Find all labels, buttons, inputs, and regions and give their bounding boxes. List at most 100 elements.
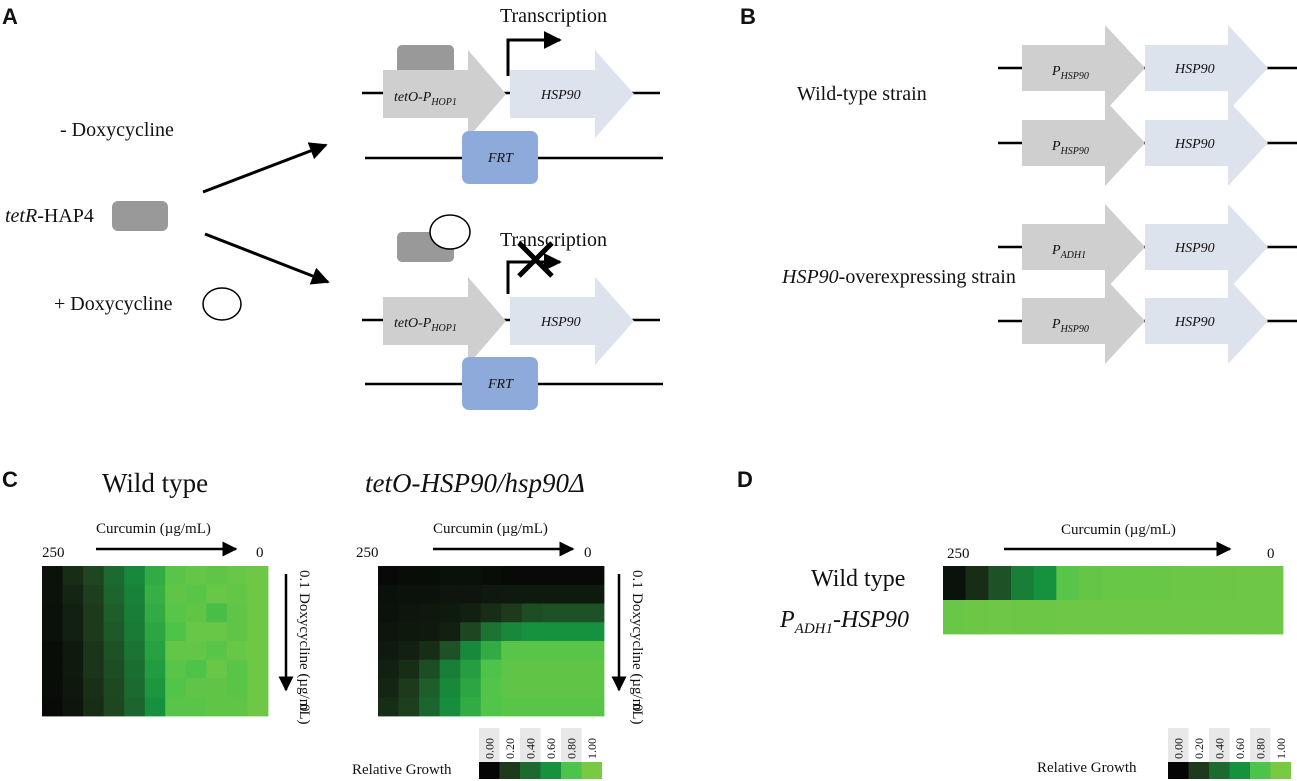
heatmap-tet-cell-r6-c0 [378,678,399,698]
heatmap-wt-cell-r2-c0 [42,603,63,623]
legend-d-tick-3: 0.60 [1233,738,1247,759]
b-row-4-promoter: PHSP90 [1051,317,1089,335]
heatmap-d-cell-r1-c11 [1192,600,1216,635]
heatmap-tet-cell-r5-c6 [501,659,523,679]
legend-c-swatch-4 [561,762,582,779]
heatmap-tet-cell-r0-c2 [419,566,441,586]
heatmap-tet-cell-r0-c1 [398,566,420,586]
legend-c-tick-4: 0.80 [564,738,578,759]
heatmap-tet-cell-r2-c1 [398,603,420,623]
heatmap-d-row-oe-label: PADH1-HSP90 [779,607,909,637]
heatmap-wt-cell-r6-c7 [185,678,207,698]
heatmap-wt-cell-r2-c9 [226,603,248,623]
heatmap-wt-cell-r1-c3 [103,584,125,604]
heatmap-wt-cell-r5-c5 [144,659,166,679]
heatmap-wt-cell-r0-c3 [103,566,125,586]
heatmap-wt-cell-r1-c0 [42,584,63,604]
legend-d-tick-bg-3 [1229,728,1250,762]
construct-no-dox: tetO-PHOP1 HSP90 Transcription FRT [362,5,663,184]
heatmap-wt-cell-r0-c10 [247,566,269,586]
heatmap-wt-cell-r5-c3 [103,659,125,679]
heatmap-tet-cell-r5-c3 [439,659,461,679]
heatmap-wt-cell-r5-c10 [247,659,269,679]
legend-d-tick-2: 0.40 [1212,738,1226,759]
b-row-3-gene: HSP90 [1174,241,1215,256]
hsp90-gene-arrow-icon-2 [510,277,634,365]
heatmap-tet-dox-low: 0 [629,704,645,712]
heatmap-tet-cell-r2-c4 [460,603,482,623]
heatmap-wt-cell-r1-c9 [226,584,248,604]
legend-c-tick-1: 0.20 [503,738,517,759]
heatmap-wt-cell-r1-c10 [247,584,269,604]
legend-d-swatch-2 [1209,762,1230,779]
transcription-blocked-arrow-icon [506,253,562,294]
heatmap-tet-cell-r7-c7 [521,697,543,717]
heatmap-wt-cell-r4-c6 [165,641,187,661]
heatmap-wt-cell-r3-c2 [83,622,105,642]
heatmap-tet-cell-r0-c4 [460,566,482,586]
heatmap-d-cell-r0-c11 [1192,566,1216,601]
legend-c-tick-5: 1.00 [585,738,599,759]
heatmap-wt-cell-r7-c9 [226,697,248,717]
heatmap-d-curcumin-low: 0 [1267,546,1275,562]
legend-d-tick-bg-0 [1168,728,1189,762]
panel-b: B Wild-type strain HSP90-overexpressing … [740,4,1297,364]
heatmap-wt-cell-r6-c8 [206,678,228,698]
heatmap-wt-cell-r5-c1 [62,659,84,679]
heatmap-wt-cell-r2-c5 [144,603,166,623]
hsp90-label-plus-dox: HSP90 [540,315,581,330]
heatmap-tet-cell-r0-c3 [439,566,461,586]
heatmap-tet-cell-r0-c6 [501,566,523,586]
heatmap-tet-cell-r2-c3 [439,603,461,623]
heatmap-wt-cell-r1-c5 [144,584,166,604]
heatmap-wt-cell-r6-c5 [144,678,166,698]
heatmap-tet-cell-r0-c10 [583,566,605,586]
heatmap-wt-curcumin-low: 0 [256,545,264,561]
frt-label-no-dox: FRT [487,151,514,166]
heatmap-tet-cell-r5-c9 [562,659,584,679]
heatmap-wt-cell-r5-c4 [124,659,146,679]
legend-c-swatch-0 [479,762,500,779]
heatmap-wt-cell-r3-c9 [226,622,248,642]
heatmap-tet-cell-r4-c8 [542,641,564,661]
heatmap-wt-cell-r0-c6 [165,566,187,586]
heatmap-tet-cell-r6-c4 [460,678,482,698]
heatmap-tet-cell-r5-c4 [460,659,482,679]
legend-d-swatch-0 [1168,762,1189,779]
heatmap-d-cell-r1-c12 [1215,600,1239,635]
heatmap-tet-cell-r1-c5 [480,584,502,604]
hsp90-gene-arrow-icon [510,50,634,138]
heatmap-tet-cell-r6-c8 [542,678,564,698]
heatmap-d-cell-r0-c9 [1147,566,1171,601]
heatmap-wt-cell-r0-c2 [83,566,105,586]
heatmap-wt-cell-r1-c1 [62,584,84,604]
heatmap-wt-cell-r7-c6 [165,697,187,717]
hsp90-promoter-arrow-icon-2 [1022,100,1145,186]
heatmap-wt-cell-r4-c2 [83,641,105,661]
heatmap-wt-cell-r2-c6 [165,603,187,623]
heatmap-d-cell-r0-c0 [943,566,967,601]
heatmap-tet-cell-r6-c10 [583,678,605,698]
heatmap-tet-cell-r3-c2 [419,622,441,642]
heatmap-d-curcumin-high: 250 [947,546,970,562]
doxycycline-circle-icon [202,287,242,321]
heatmap-tet-cell-r6-c7 [521,678,543,698]
heatmap-wt-cell-r5-c0 [42,659,63,679]
heatmap-d-cell-r1-c6 [1079,600,1103,635]
b-row-1-gene: HSP90 [1174,62,1215,77]
heatmap-wt-cell-r7-c0 [42,697,63,717]
tet-promoter-arrow-icon [383,50,506,138]
legend-d-tick-bg-5 [1270,728,1291,762]
tetr-rest: -HAP4 [37,205,94,227]
heatmap-d-cell-r0-c14 [1260,566,1284,601]
heatmap-wt-cell-r0-c8 [206,566,228,586]
heatmap-wt-cell-r4-c1 [62,641,84,661]
heatmap-d-row-wt-label: Wild type [811,566,905,592]
heatmap-wt-cell-r5-c8 [206,659,228,679]
tet-promoter-arrow-icon-2 [383,277,506,365]
heatmap-tet-cell-r1-c1 [398,584,420,604]
heatmap-tet-cell-r6-c6 [501,678,523,698]
heatmap-tet-cell-r2-c8 [542,603,564,623]
